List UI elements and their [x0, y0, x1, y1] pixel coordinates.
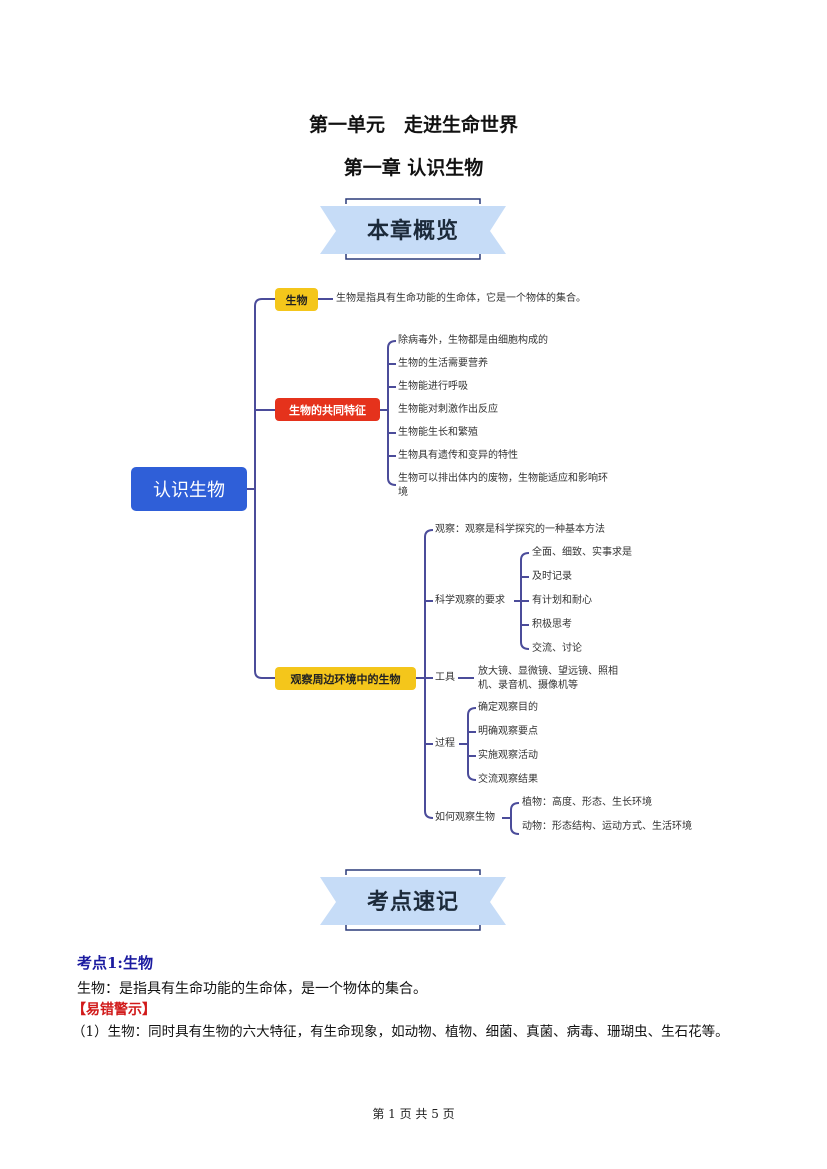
page-footer: 第 1 页 共 5 页 — [372, 1107, 455, 1121]
ribbon-shape — [320, 869, 506, 931]
requirements-label: 科学观察的要求 — [435, 595, 505, 606]
banner-title: 本章概览 — [366, 219, 459, 244]
how-item: 植物：高度、形态、生长环境 — [522, 797, 652, 808]
banner-title: 考点速记 — [366, 890, 459, 915]
feature-item: 生物具有遗传和变异的特性 — [398, 450, 518, 461]
keypoint-title: 考点1:生物 — [77, 954, 153, 972]
overview-banner: 本章概览 — [318, 196, 508, 262]
requirement-item: 积极思考 — [532, 619, 572, 630]
tools-label: 工具 — [435, 672, 455, 683]
ribbon-shape — [320, 198, 506, 260]
branch-common-features: 生物的共同特征 — [275, 398, 380, 421]
feature-item: 生物可以排出体内的废物，生物能适应和影响环境 — [398, 473, 608, 498]
branch-organism: 生物 — [275, 288, 318, 311]
keypoints-banner: 考点速记 — [318, 867, 508, 933]
how-label: 如何观察生物 — [435, 812, 495, 823]
feature-item: 生物能对刺激作出反应 — [398, 404, 498, 415]
process-item: 实施观察活动 — [478, 750, 538, 761]
requirement-item: 及时记录 — [532, 571, 572, 582]
how-item: 动物：形态结构、运动方式、生活环境 — [522, 821, 692, 832]
warning-label: 【易错警示】 — [72, 1002, 156, 1018]
feature-item: 除病毒外，生物都是由细胞构成的 — [398, 335, 548, 346]
process-item: 交流观察结果 — [478, 774, 538, 785]
keypoint-definition: 生物：是指具有生命功能的生命体，是一个物体的集合。 — [77, 981, 427, 997]
warning-text: （1）生物：同时具有生物的六大特征，有生命现象，如动物、植物、细菌、真菌、病毒、… — [72, 1024, 729, 1040]
requirement-item: 交流、讨论 — [532, 643, 582, 654]
branch-observation: 观察周边环境中的生物 — [275, 667, 416, 690]
process-item: 确定观察目的 — [478, 702, 538, 713]
requirement-item: 有计划和耐心 — [532, 595, 592, 606]
process-item: 明确观察要点 — [478, 726, 538, 737]
process-label: 过程 — [435, 738, 455, 749]
chapter-title: 第一章 认识生物 — [343, 157, 484, 179]
feature-item: 生物的生活需要营养 — [398, 358, 488, 369]
tools-desc: 放大镜、显微镜、望远镜、照相机、录音机、摄像机等 — [478, 666, 618, 691]
mindmap-root: 认识生物 — [131, 467, 247, 511]
feature-item: 生物能进行呼吸 — [398, 381, 468, 392]
requirement-item: 全面、细致、实事求是 — [532, 547, 632, 558]
organism-definition: 生物是指具有生命功能的生命体，它是一个物体的集合。 — [336, 293, 586, 304]
feature-item: 生物能生长和繁殖 — [398, 427, 478, 438]
unit-title: 第一单元 走进生命世界 — [308, 114, 518, 136]
observe-definition: 观察：观察是科学探究的一种基本方法 — [435, 524, 605, 535]
